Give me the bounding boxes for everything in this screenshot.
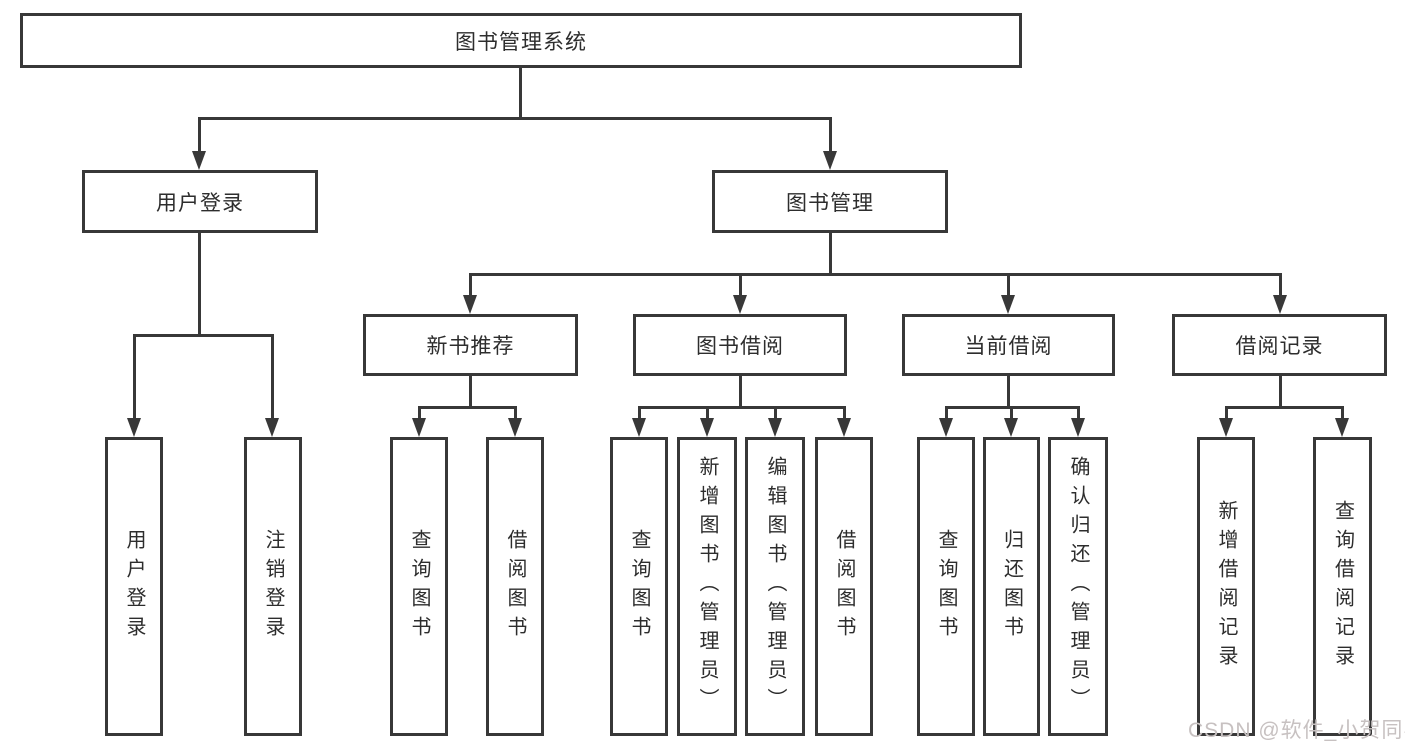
node-label: 查询图书 [408,528,430,645]
arrow-down-icon [192,151,206,170]
connector-line [1225,406,1344,409]
node-borrow-books-recommendation: 借阅图书 [486,437,544,736]
node-book-borrowing: 图书借阅 [633,314,847,376]
node-query-books-recommendation: 查询图书 [390,437,448,736]
node-label: 图书管理 [786,191,874,215]
connector-line [638,406,846,409]
node-label: 借阅记录 [1235,335,1324,358]
node-current-borrowing: 当前借阅 [902,314,1115,376]
node-label: 编辑图书（管理员） [764,456,786,717]
connector-line [418,406,421,422]
connector-line [739,273,742,297]
connector-line [829,117,832,153]
node-borrowing-records: 借阅记录 [1172,314,1387,376]
connector-line [1077,406,1080,422]
arrow-down-icon [1335,418,1349,437]
connector-line [469,376,472,409]
connector-line [514,406,517,422]
node-query-borrow-record: 查询借阅记录 [1313,437,1372,736]
arrow-down-icon [412,418,426,437]
node-edit-book-admin: 编辑图书（管理员） [745,437,805,736]
node-label: 确认归还（管理员） [1067,456,1089,717]
connector-line [1007,273,1010,297]
arrow-down-icon [700,418,714,437]
node-user-login-leaf: 用户登录 [105,437,163,736]
connector-line [418,406,517,409]
node-label: 新增借阅记录 [1215,499,1237,674]
node-label: 新增图书（管理员） [696,456,718,717]
connector-line [739,376,742,409]
arrow-down-icon [1273,295,1287,314]
node-logout: 注销登录 [244,437,302,736]
arrow-down-icon [632,418,646,437]
node-query-books-current: 查询图书 [917,437,975,736]
node-book-management: 图书管理 [712,170,948,233]
connector-line [945,406,948,422]
connector-line [774,406,777,422]
node-label: 借阅图书 [833,528,855,645]
connector-line [198,117,832,120]
arrow-down-icon [508,418,522,437]
node-label: 注销登录 [262,528,284,645]
connector-line [198,117,201,153]
node-label: 查询图书 [935,528,957,645]
connector-line [1279,376,1282,409]
connector-line [1341,406,1344,422]
connector-line [469,273,472,297]
connector-line [469,273,1282,276]
arrow-down-icon [837,418,851,437]
connector-line [1225,406,1228,422]
csdn-watermark: CSDN @软件_小贺同学 [1188,719,1405,742]
node-add-borrow-record: 新增借阅记录 [1197,437,1255,736]
arrow-down-icon [1004,418,1018,437]
arrow-down-icon [1219,418,1233,437]
node-return-books: 归还图书 [983,437,1040,736]
connector-line [638,406,641,422]
arrow-down-icon [733,295,747,314]
connector-line [133,334,274,337]
node-label: 查询图书 [628,528,650,645]
node-query-books-borrowing: 查询图书 [610,437,668,736]
connector-line [706,406,709,422]
node-add-book-admin: 新增图书（管理员） [677,437,737,736]
node-new-book-recommendation: 新书推荐 [363,314,578,376]
connector-line [133,334,136,422]
connector-line [1007,376,1010,409]
arrow-down-icon [1001,295,1015,314]
connector-line [1279,273,1282,297]
node-label: 当前借阅 [964,335,1053,358]
node-label: 用户登录 [123,528,145,645]
connector-line [829,233,832,276]
node-label: 用户登录 [156,191,244,215]
node-confirm-return-admin: 确认归还（管理员） [1048,437,1108,736]
arrow-down-icon [127,418,141,437]
node-label: 图书借阅 [696,335,784,358]
connector-line [519,68,522,118]
arrow-down-icon [265,418,279,437]
node-user-login: 用户登录 [82,170,318,233]
node-label: 归还图书 [1000,528,1023,645]
node-library-system: 图书管理系统 [20,13,1022,68]
connector-line [271,334,274,422]
arrow-down-icon [463,295,477,314]
connector-line [843,406,846,422]
arrow-down-icon [823,151,837,170]
arrow-down-icon [768,418,782,437]
node-label: 新书推荐 [426,335,515,358]
node-label: 借阅图书 [504,528,526,645]
connector-line [198,233,201,336]
node-borrow-books: 借阅图书 [815,437,873,736]
arrow-down-icon [939,418,953,437]
node-label: 查询借阅记录 [1331,499,1354,674]
arrow-down-icon [1071,418,1085,437]
connector-line [1010,406,1013,422]
node-label: 图书管理系统 [455,30,587,54]
